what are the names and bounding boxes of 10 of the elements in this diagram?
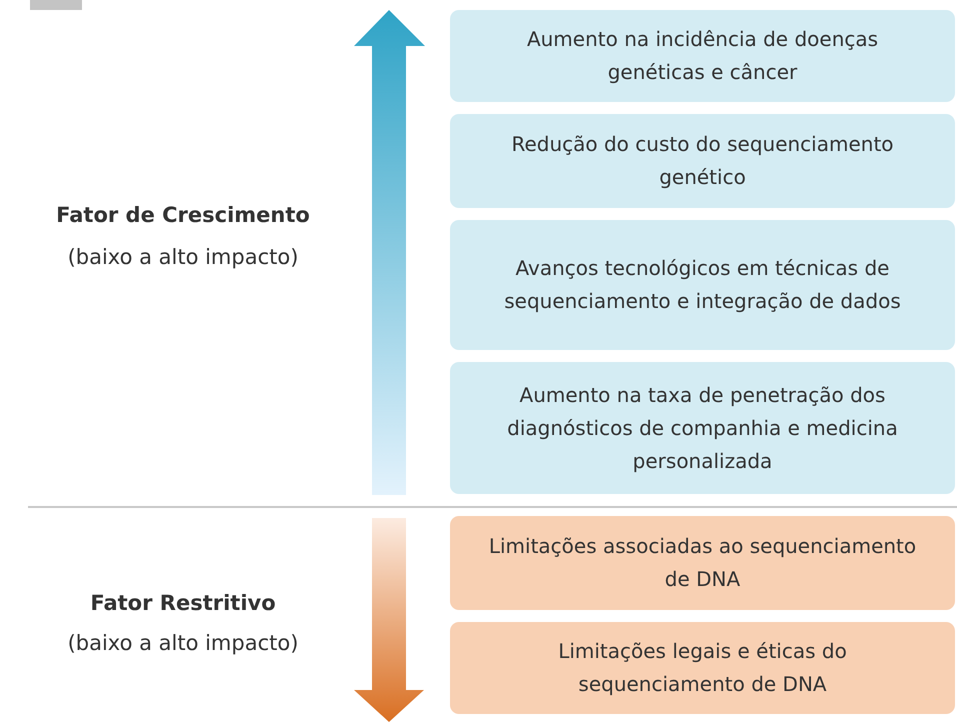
factor-box: Aumento na incidência de doenças genéticas e câncer	[450, 10, 955, 102]
factor-box: Limitações associadas ao sequenciamento de DNA	[450, 516, 955, 610]
section-subheading: (baixo a alto impacto)	[66, 631, 300, 655]
factor-box: Aumento na taxa de penetração dos diagnósticos de companhia e medicina personalizada	[450, 362, 955, 494]
section-heading: Fator de Crescimento	[55, 203, 311, 227]
factor-box: Limitações legais e éticas do sequenciamento de DNA	[450, 622, 955, 714]
section-subheading: (baixo a alto impacto)	[66, 245, 300, 269]
factor-box: Avanços tecnológicos em técnicas de sequenciamento e integração de dados	[450, 220, 955, 350]
factor-box: Redução do custo do sequenciamento genético	[450, 114, 955, 208]
section-heading: Fator Restritivo	[89, 591, 277, 615]
